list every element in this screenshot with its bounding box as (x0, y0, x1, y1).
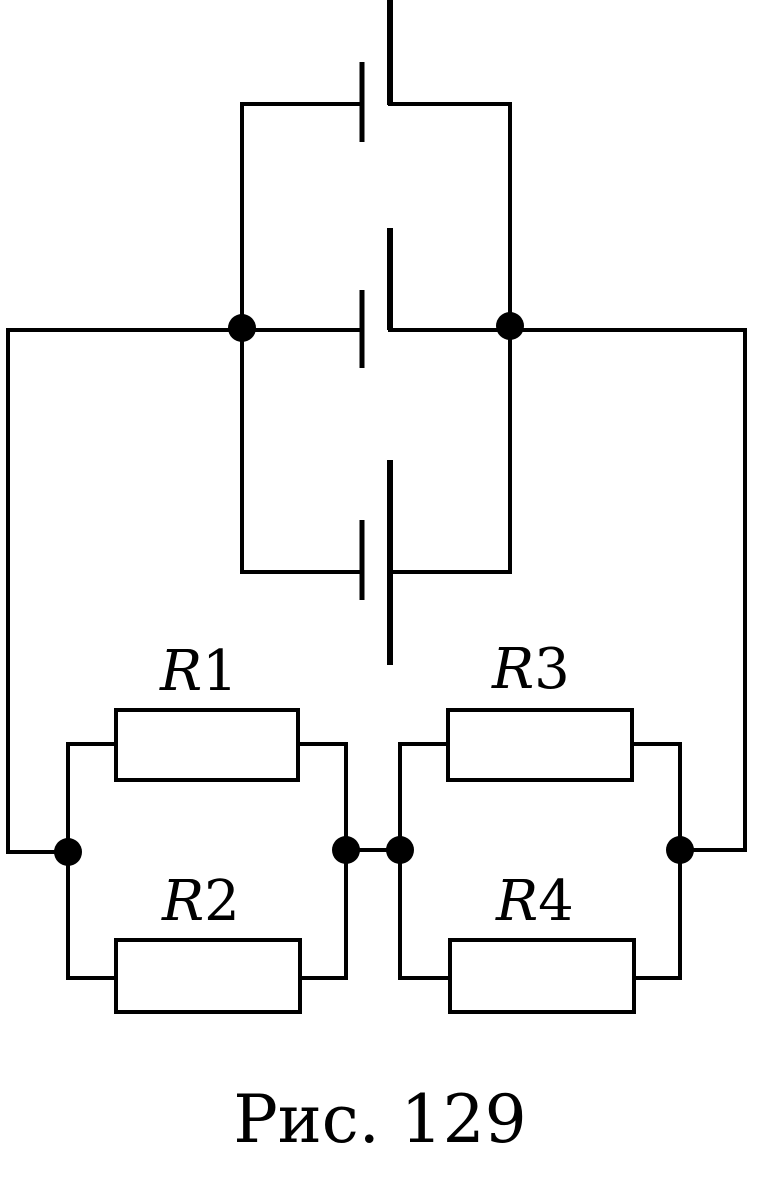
junction-node (496, 312, 524, 340)
resistor-r3 (446, 708, 634, 782)
junction-node (666, 836, 694, 864)
battery-cell-2 (359, 228, 393, 368)
junction-nodes (54, 312, 694, 866)
battery-wiring (6, 102, 747, 574)
figure-caption: Рис. 129 (233, 1081, 526, 1158)
junction-node (54, 838, 82, 866)
battery-cell-3 (359, 460, 393, 665)
junction-node (386, 836, 414, 864)
right-parallel-group (398, 708, 682, 1014)
label-r4: R4 (495, 869, 574, 934)
left-parallel-group (66, 708, 348, 1014)
resistor-r1 (114, 708, 300, 782)
label-r1: R1 (159, 639, 238, 704)
junction-node (332, 836, 360, 864)
label-r3: R3 (491, 637, 570, 702)
resistor-r2 (114, 938, 302, 1014)
junction-node (228, 314, 256, 342)
outer-leads (6, 328, 747, 854)
label-r2: R2 (161, 869, 240, 934)
resistor-r4 (448, 938, 636, 1014)
battery-cell-1 (359, 0, 393, 142)
